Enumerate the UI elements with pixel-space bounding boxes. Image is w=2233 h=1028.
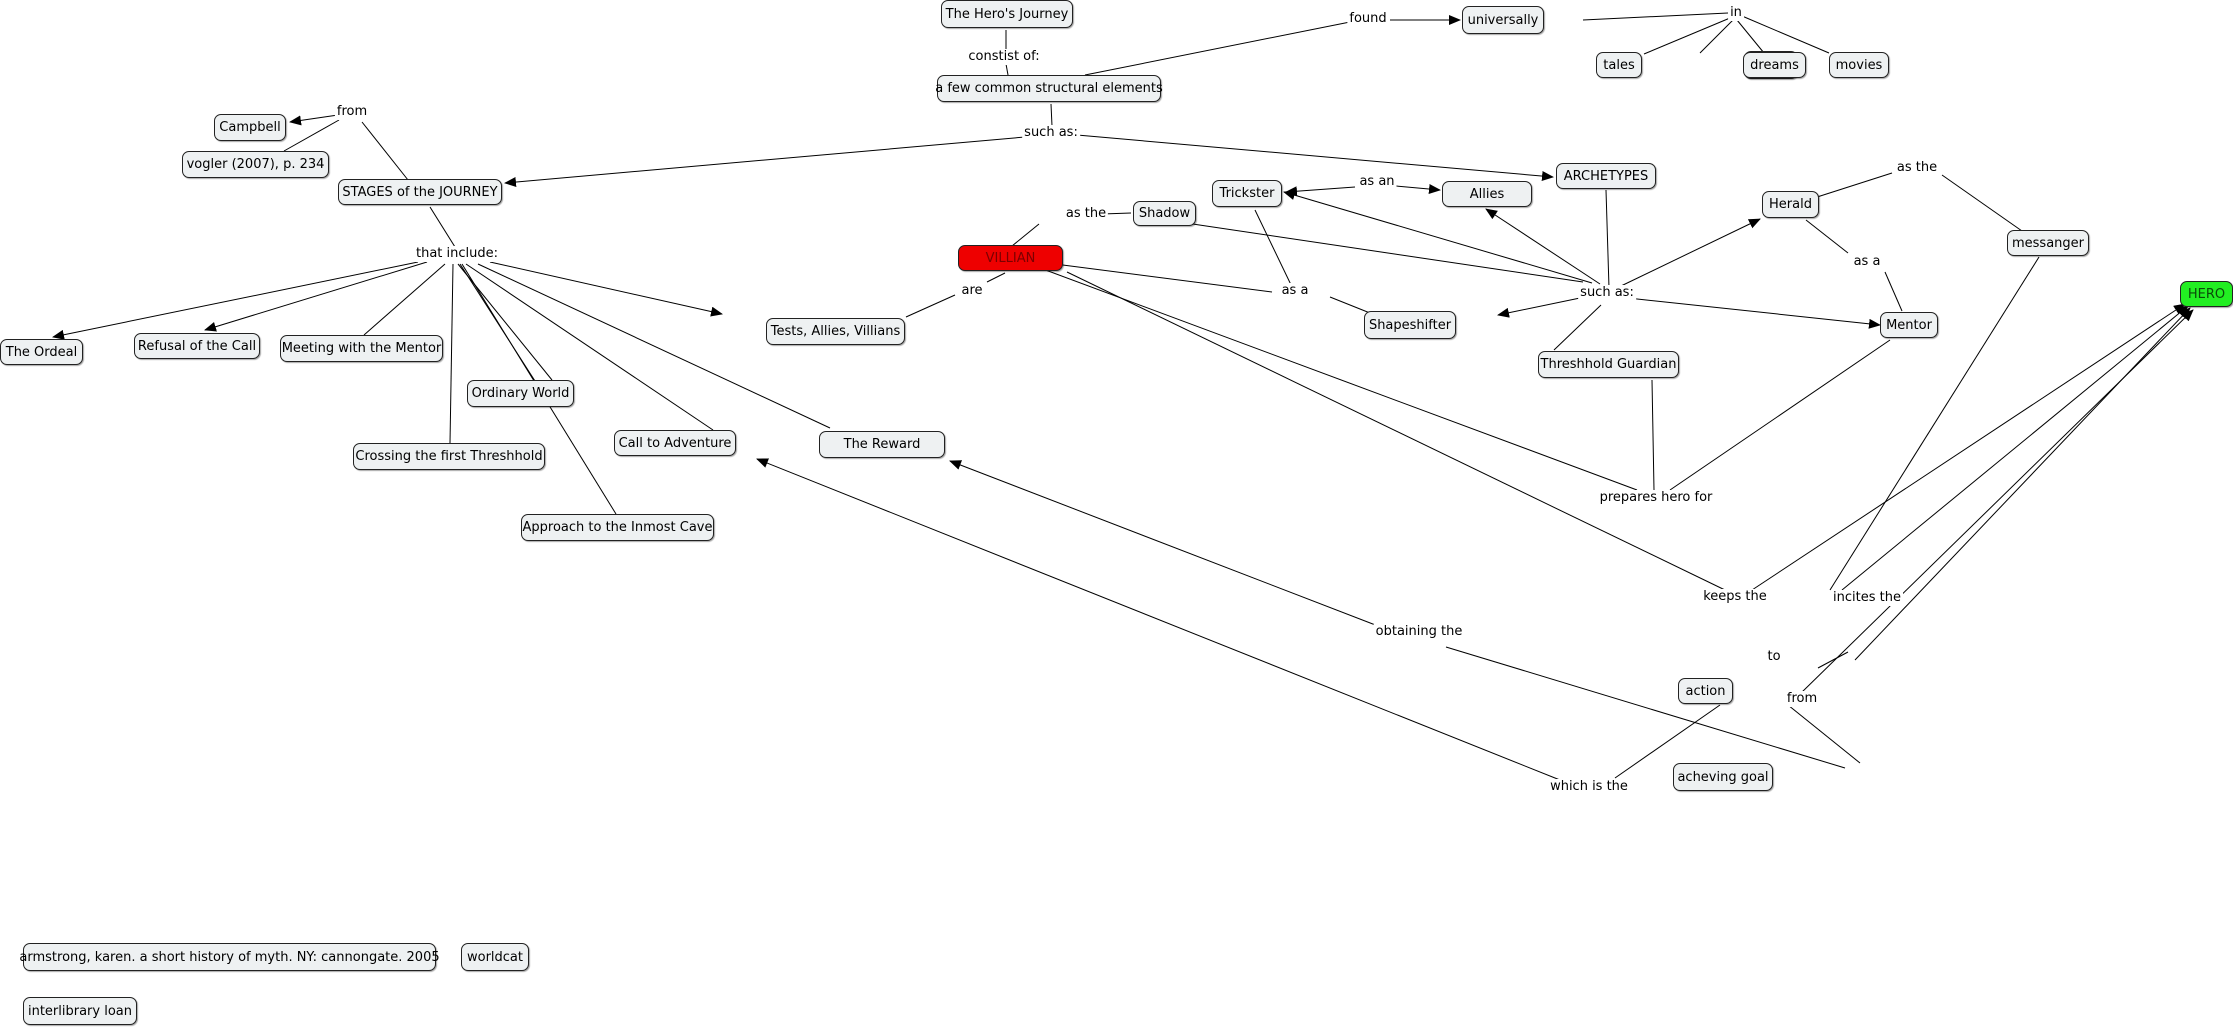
node-shapeshifter[interactable]: Shapeshifter (1364, 311, 1456, 339)
link-label-that-include: that include: (413, 246, 501, 262)
node-action[interactable]: action (1678, 678, 1733, 704)
link-label-as-the-herald: as the (1894, 160, 1940, 176)
node-refusal-of-the-call[interactable]: Refusal of the Call (134, 333, 260, 359)
link-label-prepares-hero-for: prepares hero for (1597, 490, 1715, 506)
node-the-ordeal[interactable]: The Ordeal (0, 339, 83, 365)
node-approach-inmost-cave[interactable]: Approach to the Inmost Cave (521, 514, 714, 541)
node-tales[interactable]: tales (1596, 52, 1642, 78)
node-meeting-with-the-mentor[interactable]: Meeting with the Mentor (280, 335, 443, 362)
node-trickster[interactable]: Trickster (1212, 180, 1282, 207)
node-structural-elements[interactable]: a few common structural elements (935, 75, 1163, 102)
link-label-as-a-mentor: as a (1851, 254, 1883, 270)
link-label-constist-of: constist of: (966, 49, 1042, 65)
node-movies[interactable]: movies (1829, 52, 1889, 78)
link-label-as-a-shapeshifter: as a (1279, 283, 1311, 299)
node-campbell[interactable]: Campbell (214, 114, 286, 141)
node-worldcat[interactable]: worldcat (461, 943, 529, 971)
link-label-are: are (959, 283, 985, 299)
node-acheving-goal[interactable]: acheving goal (1673, 763, 1773, 791)
node-vogler[interactable]: vogler (2007), p. 234 (182, 151, 329, 178)
link-label-to: to (1765, 649, 1783, 665)
node-shadow[interactable]: Shadow (1133, 201, 1196, 226)
node-hero[interactable]: HERO (2180, 281, 2233, 307)
node-crossing-first-threshhold[interactable]: Crossing the first Threshhold (353, 443, 545, 470)
node-interlibrary-loan[interactable]: interlibrary loan (23, 997, 137, 1025)
node-universally[interactable]: universally (1462, 6, 1544, 34)
link-label-in: in (1728, 5, 1744, 21)
node-herald[interactable]: Herald (1762, 191, 1819, 218)
node-heros-journey[interactable]: The Hero's Journey (941, 0, 1073, 28)
node-armstrong-citation[interactable]: armstrong, karen. a short history of myt… (19, 943, 440, 971)
node-dreams[interactable]: dreams (1743, 52, 1806, 78)
link-label-as-an: as an (1357, 174, 1397, 190)
link-label-as-the-shadow: as the (1063, 206, 1109, 222)
node-ordinary-world[interactable]: Ordinary World (467, 380, 574, 407)
node-messanger[interactable]: messanger (2007, 230, 2089, 256)
link-label-keeps-the: keeps the (1701, 589, 1769, 605)
node-stages[interactable]: STAGES of the JOURNEY (338, 179, 502, 205)
link-label-obtaining-the: obtaining the (1373, 624, 1465, 640)
link-label-from-goal: from (1784, 691, 1820, 707)
link-label-incites-the: incites the (1831, 590, 1903, 606)
link-label-found: found (1347, 11, 1389, 27)
node-allies[interactable]: Allies (1442, 181, 1532, 207)
node-archetypes[interactable]: ARCHETYPES (1556, 163, 1656, 189)
node-the-reward[interactable]: The Reward (819, 431, 945, 458)
node-villian[interactable]: VILLIAN (958, 245, 1063, 271)
node-tests-allies-villians[interactable]: Tests, Allies, Villians (766, 318, 905, 345)
node-call-to-adventure[interactable]: Call to Adventure (614, 430, 736, 456)
link-label-from: from (334, 104, 370, 120)
link-label-such-as-archetypes: such as: (1578, 285, 1636, 301)
link-label-such-as-main: such as: (1022, 125, 1080, 141)
link-label-which-is-the: which is the (1548, 779, 1630, 795)
node-threshhold-guardian[interactable]: Threshhold Guardian (1538, 351, 1679, 378)
node-mentor[interactable]: Mentor (1880, 312, 1938, 338)
